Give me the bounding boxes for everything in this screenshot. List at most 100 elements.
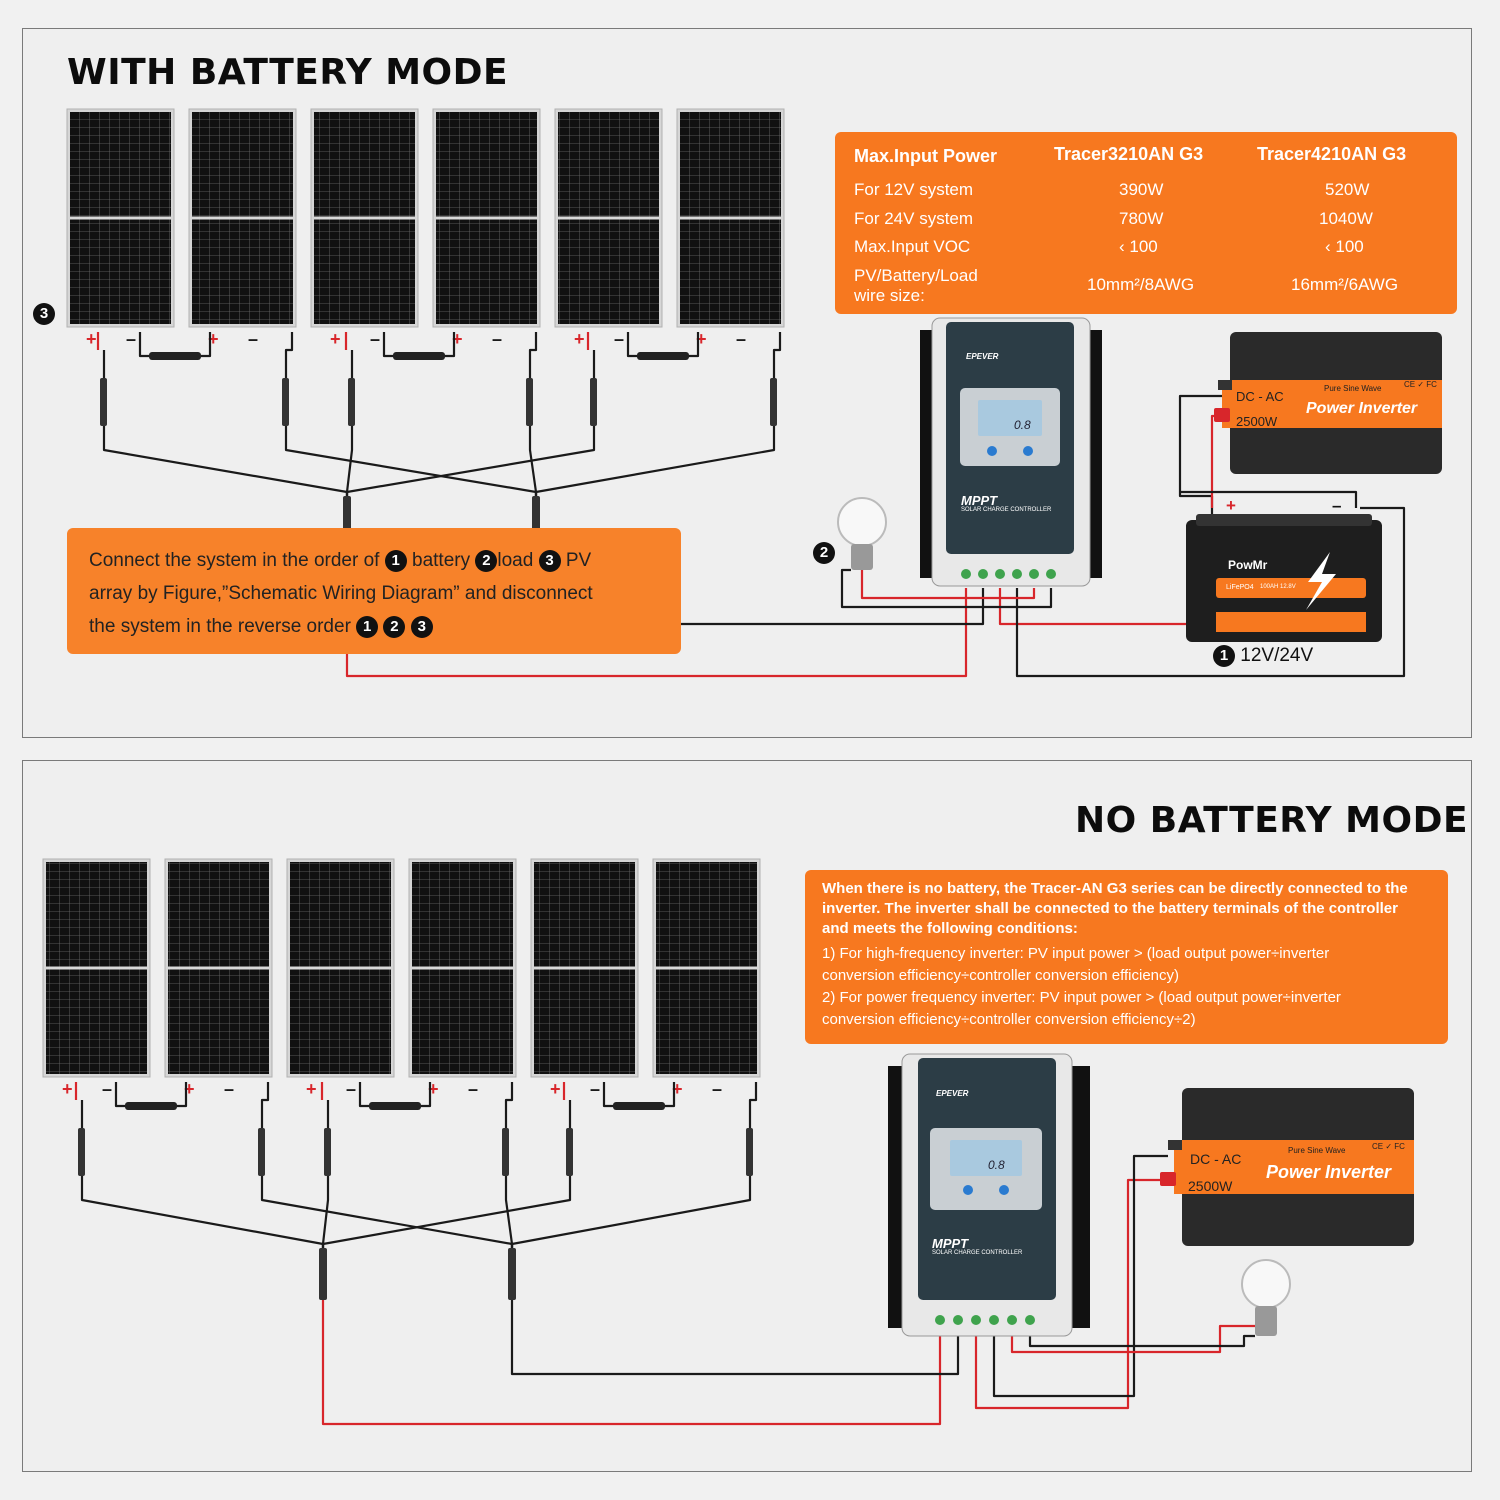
spec-table: Max.Input Power Tracer3210AN G3 Tracer42… — [835, 132, 1457, 314]
spec-header-3210: Tracer3210AN G3 — [1054, 144, 1204, 164]
battery-plus: + — [1226, 496, 1236, 515]
with-battery-title: WITH BATTERY MODE — [67, 52, 509, 93]
panel-plus-label: + — [696, 329, 707, 349]
mc4-connector — [566, 1128, 573, 1176]
reverse-1-badge: 1 — [356, 615, 379, 638]
mc4-connector — [746, 1128, 753, 1176]
panel-plus-label: + — [184, 1079, 195, 1099]
controller-terminal — [953, 1315, 963, 1325]
spec-row-value: 780W — [1119, 209, 1164, 228]
inverter-wave: Pure Sine Wave — [1324, 384, 1382, 393]
no-battery-note — [805, 870, 1448, 1044]
controller-terminal — [1046, 569, 1056, 579]
step-1-badge: 1 — [384, 549, 407, 572]
mc4-connector — [258, 1128, 265, 1176]
inverter-type-bottom: DC - AC — [1190, 1151, 1242, 1167]
note-line: and meets the following conditions: — [822, 920, 1078, 937]
spec-wire-label-2: wire size: — [854, 286, 925, 305]
controller-terminal — [1029, 569, 1039, 579]
mc4-connector — [590, 378, 597, 426]
spec-wire-label: PV/Battery/Load — [854, 266, 978, 285]
spec-header-4210: Tracer4210AN G3 — [1257, 144, 1407, 164]
no-battery-note-text: When there is no battery, the Tracer-AN … — [822, 879, 1444, 1031]
spec-row-label: For 24V system — [854, 209, 974, 228]
pv-positive-combine — [321, 1100, 572, 1268]
panel-plus-label: + — [86, 329, 97, 349]
callout-line3: the system in the reverse order — [89, 616, 351, 637]
callout-step3: PV — [565, 550, 592, 571]
no-battery-title: NO BATTERY MODE — [1075, 800, 1469, 841]
panel-plus-label: + — [208, 329, 219, 349]
mc4-connector — [149, 352, 201, 360]
spec-row-value: 1040W — [1319, 209, 1373, 228]
controller-terminal — [978, 569, 988, 579]
mc4-connector — [319, 1248, 327, 1300]
controller-brand: EPEVER — [966, 352, 999, 361]
inverter-type: DC - AC — [1236, 389, 1284, 404]
panel-minus-label: – — [102, 1079, 112, 1099]
step-3-badge: 3 — [538, 549, 561, 572]
spec-row-label: Max.Input VOC — [854, 237, 971, 256]
note-condition-2b: conversion efficiency÷controller convers… — [822, 1011, 1196, 1028]
mc4-connector — [770, 378, 777, 426]
battery-chem: LiFePO4 — [1226, 584, 1254, 591]
inverter-wave-bottom: Pure Sine Wave — [1288, 1146, 1346, 1155]
controller-display: 0.8 — [1014, 418, 1031, 432]
callout-line2: array by Figure,”Schematic Wiring Diagra… — [89, 583, 593, 604]
pv-positive-to-controller — [321, 1300, 942, 1426]
note-condition-2: 2) For power frequency inverter: PV inpu… — [822, 989, 1341, 1006]
panel-minus-label: – — [614, 329, 624, 349]
mc4-connector — [324, 1128, 331, 1176]
mc4-connector — [502, 1128, 509, 1176]
mc4-connector — [526, 378, 533, 426]
load-positive-wire — [1010, 1324, 1255, 1354]
controller-terminal — [995, 569, 1005, 579]
pv-positive-combine — [80, 1100, 325, 1268]
panel-plus-label: + — [62, 1079, 73, 1099]
load-negative-wire — [1028, 1334, 1255, 1348]
mc4-connector — [369, 1102, 421, 1110]
spec-row-value: 520W — [1325, 180, 1370, 199]
callout-pre: Connect the system in the order of — [89, 550, 380, 571]
panel-minus-label: – — [712, 1079, 722, 1099]
mc4-connector — [100, 378, 107, 426]
panel-plus-label: + — [672, 1079, 683, 1099]
reverse-2-badge: 2 — [383, 615, 406, 638]
battery-minus: – — [1332, 496, 1342, 515]
charge-controller-bottom — [888, 1053, 1090, 1337]
panel-minus-label: – — [468, 1079, 478, 1099]
pv-array-marker: 3 — [33, 303, 55, 325]
pv-positive-combine — [102, 350, 349, 528]
mc4-connector — [613, 1102, 665, 1110]
controller-terminal — [961, 569, 971, 579]
inverter-neg-bus — [1180, 490, 1358, 508]
callout-text: Connect the system in the order of 1 bat… — [89, 544, 679, 643]
battery — [1186, 514, 1382, 642]
panel-plus-label: + — [550, 1079, 561, 1099]
controller-terminal — [1012, 569, 1022, 579]
note-condition-1: 1) For high-frequency inverter: PV input… — [822, 945, 1330, 962]
light-bulb-icon — [837, 497, 887, 570]
controller-model-bottom: MPPT — [932, 1236, 969, 1251]
controller-subtitle: SOLAR CHARGE CONTROLLER — [961, 507, 1052, 513]
panel-minus-label: – — [370, 329, 380, 349]
charge-controller-top — [920, 317, 1102, 587]
inverter-marks: CE ✓ FC — [1404, 380, 1437, 389]
inverter-power-bottom: 2500W — [1188, 1178, 1233, 1194]
controller-subtitle-bottom: SOLAR CHARGE CONTROLLER — [932, 1250, 1023, 1256]
mc4-connector — [508, 1248, 516, 1300]
battery-negative-wire — [1015, 506, 1406, 678]
mc4-connector — [125, 1102, 177, 1110]
inverter-positive-wire — [974, 1178, 1168, 1410]
light-bulb-icon-bottom — [1241, 1259, 1291, 1336]
controller-terminal — [989, 1315, 999, 1325]
mc4-connector — [282, 378, 289, 426]
pv-negative-to-controller — [510, 1300, 960, 1376]
load-marker: 2 — [813, 542, 835, 564]
controller-terminal — [971, 1315, 981, 1325]
controller-terminal — [935, 1315, 945, 1325]
inverter-name: Power Inverter — [1306, 400, 1418, 417]
controller-display-bottom: 0.8 — [988, 1158, 1005, 1172]
panel-plus-label: + — [428, 1079, 439, 1099]
panel-minus-label: – — [224, 1079, 234, 1099]
